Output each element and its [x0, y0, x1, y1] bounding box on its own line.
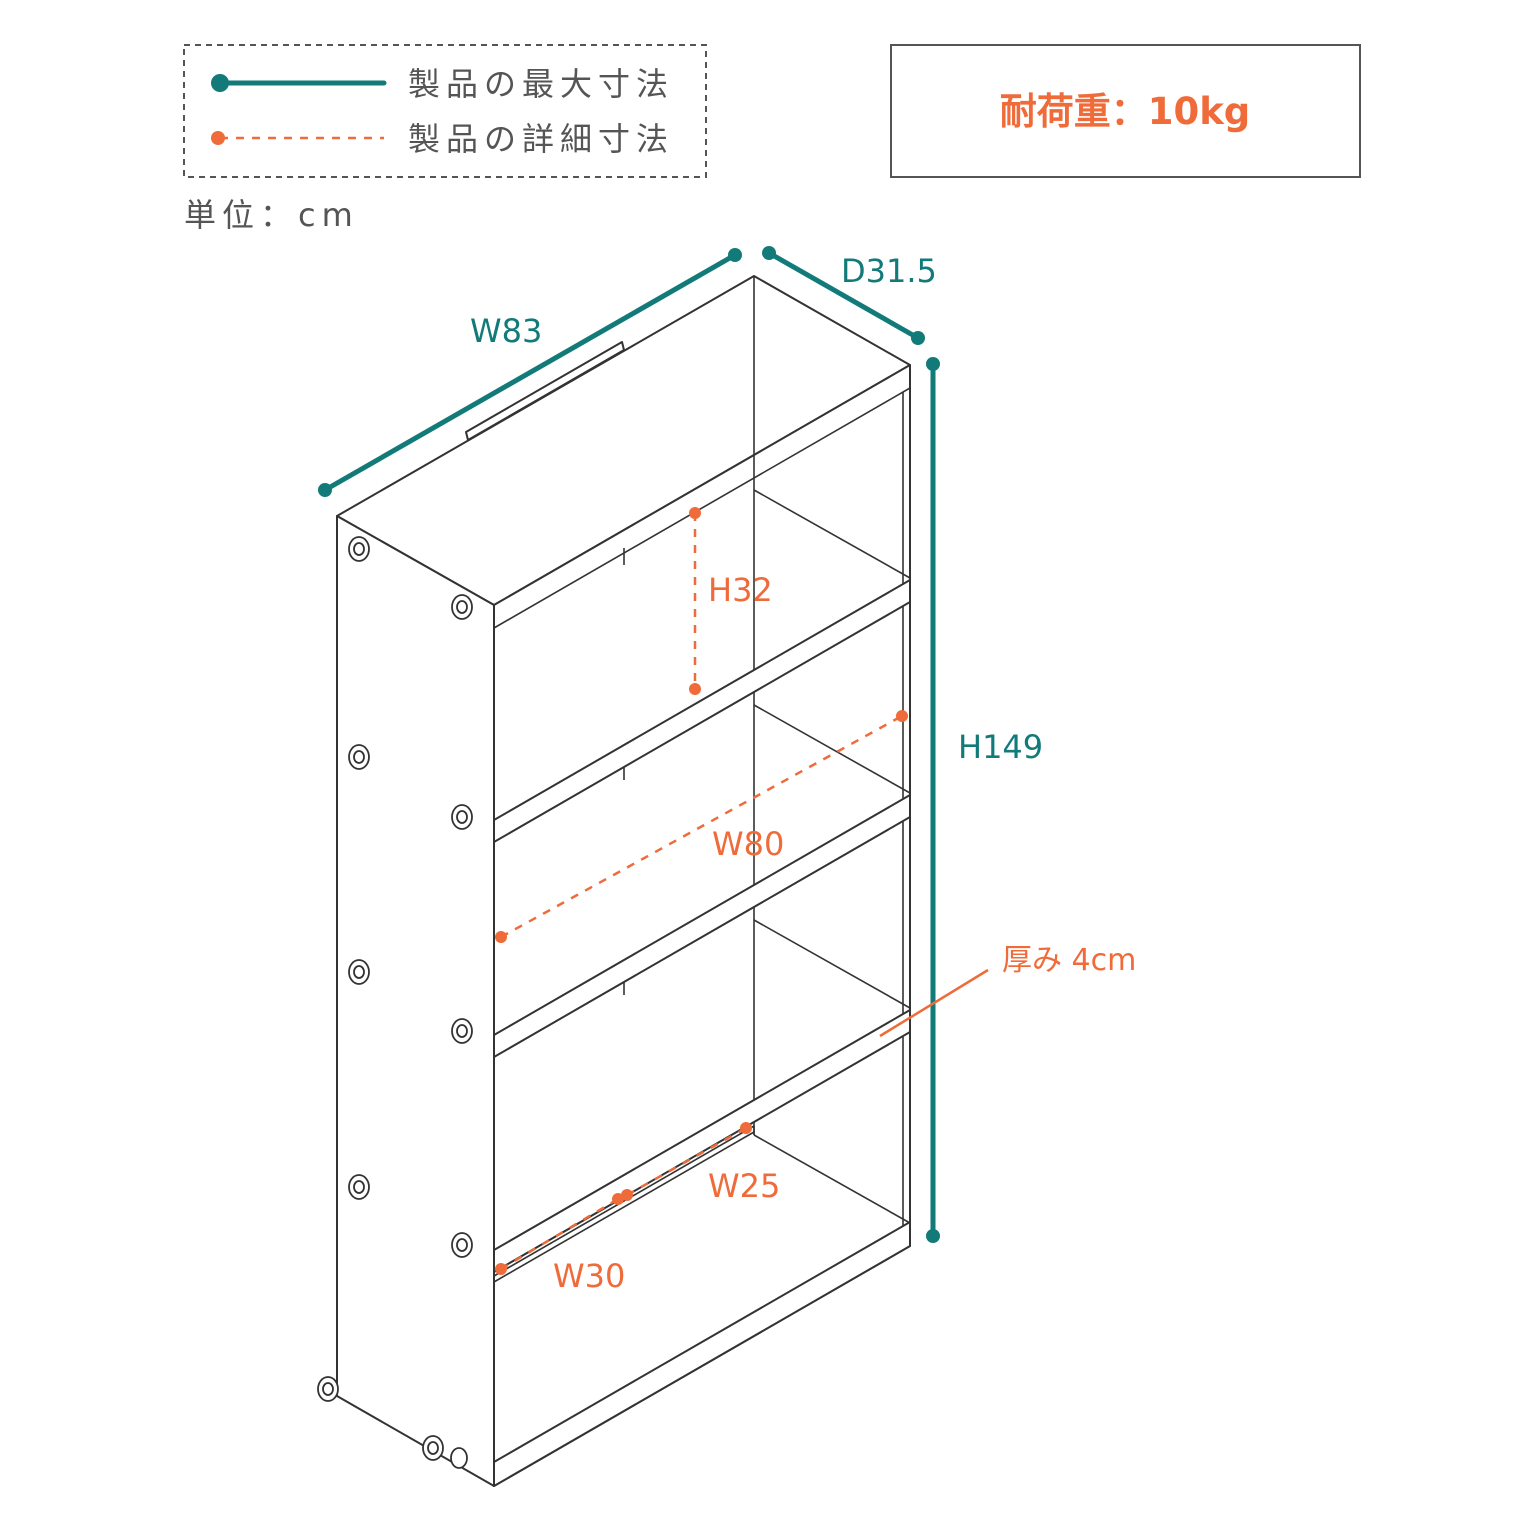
- peg-8: [451, 1232, 473, 1258]
- peg-5: [348, 959, 370, 985]
- unit-label: 単位：cm: [184, 196, 359, 234]
- peg-1: [348, 536, 370, 562]
- thickness-leader-line: [879, 968, 989, 1038]
- compartment-2-floor-back: [753, 704, 911, 794]
- detail-dimensions: H32 W80 W25 W30 厚み 4cm: [495, 507, 1136, 1295]
- bottom-hole: [450, 1447, 468, 1469]
- load-capacity-box: 耐荷重：10kg: [890, 44, 1361, 178]
- peg-7: [348, 1174, 370, 1200]
- peg-4: [451, 804, 473, 830]
- load-capacity-border: [890, 44, 1361, 178]
- legend-detail-dot: [211, 131, 225, 145]
- peg-3: [348, 744, 370, 770]
- divider-25-line: [626, 1126, 747, 1197]
- thickness-label: 厚み 4cm: [1002, 943, 1136, 978]
- depth-label: D31.5: [841, 252, 937, 290]
- height-dimension-end: [926, 1229, 940, 1243]
- divider-30-line: [500, 1197, 619, 1271]
- top-connector-slot: [465, 341, 625, 441]
- divider-top-edge: [493, 1125, 755, 1277]
- shelf-left-side-panel: [336, 515, 495, 1487]
- legend-detail-label: 製品の詳細寸法: [408, 120, 674, 158]
- inner-width-label: W80: [712, 825, 784, 863]
- divider-25-label: W25: [708, 1167, 780, 1205]
- height-dimension-start: [926, 357, 940, 371]
- legend-max-label: 製品の最大寸法: [408, 65, 674, 103]
- max-dimensions: W83 D31.5 H149: [318, 246, 1043, 1243]
- depth-dimension-end: [911, 331, 925, 345]
- width-dimension-end: [728, 248, 742, 262]
- peg-9: [317, 1376, 339, 1402]
- divider-25-end: [740, 1122, 752, 1134]
- height-label: H149: [958, 728, 1043, 766]
- depth-dimension-start: [762, 246, 776, 260]
- inner-width-end: [896, 710, 908, 722]
- load-capacity-label: 耐荷重：10kg: [1000, 90, 1251, 133]
- inner-width-line: [500, 714, 903, 939]
- width-label: W83: [470, 312, 542, 350]
- compartment-1-floor-back: [753, 489, 911, 579]
- depth-dimension-line: [766, 250, 921, 341]
- divider-30-start: [495, 1263, 507, 1275]
- shelf-bottom-board: [493, 1221, 911, 1487]
- shelf-height-end: [689, 683, 701, 695]
- width-dimension-start: [318, 483, 332, 497]
- divider-30-label: W30: [553, 1257, 625, 1295]
- compartment-3-floor-back: [753, 919, 911, 1009]
- shelf-height-label: H32: [708, 571, 773, 609]
- divider-30-end: [612, 1193, 624, 1205]
- inner-width-start: [495, 931, 507, 943]
- width-dimension-line: [322, 252, 738, 493]
- legend-border: [183, 44, 707, 178]
- peg-6: [451, 1018, 473, 1044]
- peg-2: [451, 594, 473, 620]
- divider-bottom-edge: [493, 1131, 755, 1283]
- peg-10: [422, 1435, 444, 1461]
- shelf-board-2: [493, 794, 911, 1058]
- shelf-drawing: [317, 275, 911, 1487]
- compartment-4-floor-back: [753, 1134, 911, 1224]
- top-edge-line: [493, 387, 911, 629]
- peg-holes: [317, 536, 473, 1469]
- divider-25-start: [621, 1189, 633, 1201]
- shelf-board-3: [493, 1009, 911, 1273]
- legend: 製品の最大寸法 製品の詳細寸法: [183, 44, 707, 178]
- shelf-height-start: [689, 507, 701, 519]
- shelf-board-1: [493, 579, 911, 843]
- legend-max-dot: [211, 74, 229, 92]
